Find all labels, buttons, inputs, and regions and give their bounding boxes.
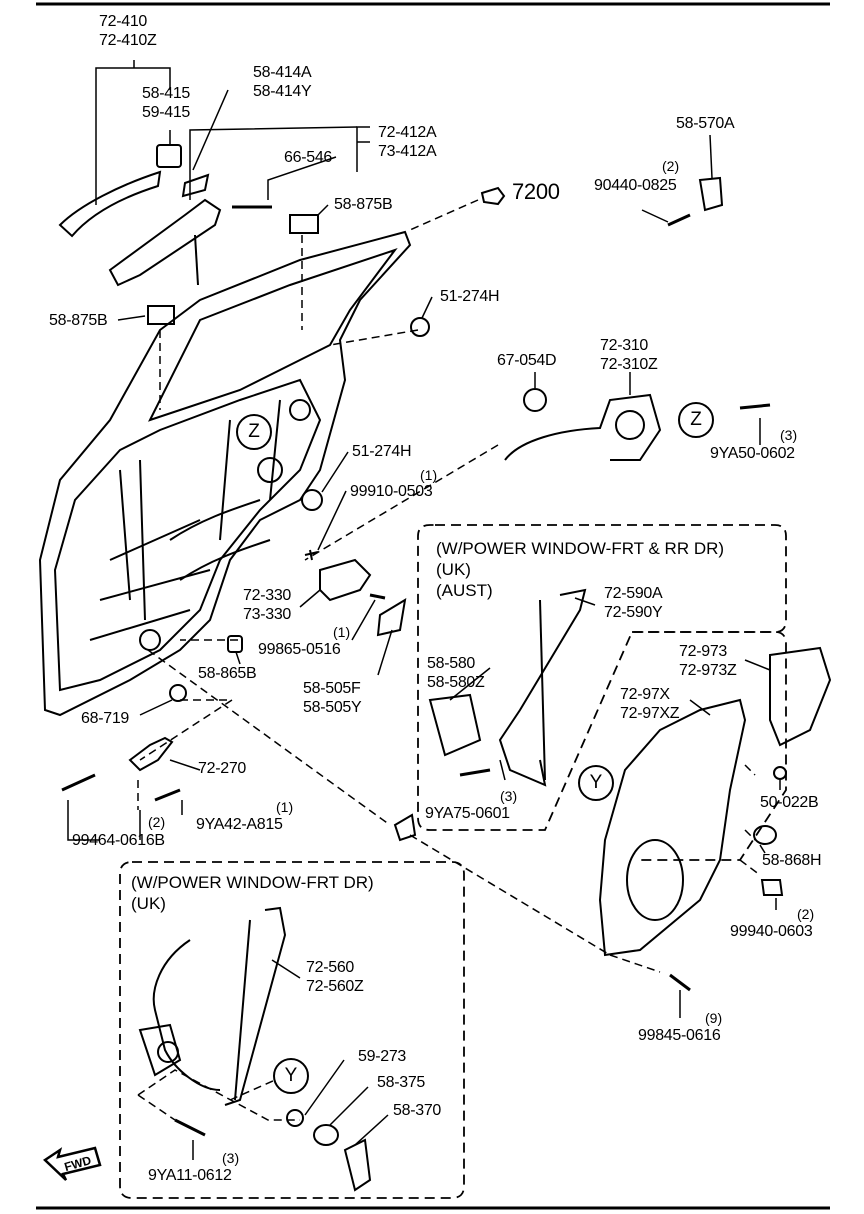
qty-99940: (2) bbox=[797, 906, 815, 922]
rr-box-border bbox=[417, 524, 787, 831]
qty-90440: (2) bbox=[662, 158, 680, 174]
label-9ya50-0602: 9YA50-0602 bbox=[710, 445, 795, 462]
module-panel-drawing bbox=[393, 646, 832, 992]
qty-99910: (1) bbox=[420, 467, 438, 483]
y-marker-right: Y bbox=[578, 765, 614, 801]
label-90440-0825: 90440-0825 bbox=[594, 177, 677, 194]
rr-box-title: (W/POWER WINDOW-FRT & RR DR)(UK)(AUST) bbox=[436, 539, 725, 600]
label-9ya11-0612: 9YA11-0612 bbox=[148, 1167, 232, 1184]
dashed-lines bbox=[137, 199, 761, 1121]
y-marker-left: Y bbox=[273, 1058, 309, 1094]
z-marker-left: Z bbox=[236, 414, 272, 450]
label-51-274h-mid: 51-274H bbox=[352, 443, 412, 460]
label-50-022b: 50-022B bbox=[760, 794, 819, 811]
label-99464-0616b: 99464-0616B bbox=[72, 832, 165, 849]
label-58-875b-top: 58-875B bbox=[334, 196, 393, 213]
label-58-375: 58-375 bbox=[377, 1074, 426, 1091]
latch-drawing bbox=[504, 393, 771, 461]
label-68-719: 68-719 bbox=[81, 710, 130, 727]
label-51-274h-top: 51-274H bbox=[440, 288, 500, 305]
label-9ya75-0601: 9YA75-0601 bbox=[425, 805, 510, 822]
qty-9ya11: (3) bbox=[222, 1150, 240, 1166]
label-7200: 7200 bbox=[512, 179, 560, 204]
label-67-054d: 67-054D bbox=[497, 352, 557, 369]
z-marker-right: Z bbox=[678, 402, 714, 438]
label-72-270: 72-270 bbox=[198, 760, 247, 777]
label-99940-0603: 99940-0603 bbox=[730, 923, 813, 940]
label-58-875b-left: 58-875B bbox=[49, 312, 108, 329]
regulator-frt-drawing bbox=[138, 906, 372, 1192]
outer-handle-drawing bbox=[58, 144, 210, 238]
label-99845-0616: 99845-0616 bbox=[638, 1027, 721, 1044]
label-59-273: 59-273 bbox=[358, 1048, 407, 1065]
qty-99865: (1) bbox=[333, 624, 351, 640]
label-9ya42-a815: 9YA42-A815 bbox=[196, 816, 283, 833]
qty-99845: (9) bbox=[705, 1010, 723, 1026]
leader-lines bbox=[67, 60, 781, 1160]
label-58-865b: 58-865B bbox=[198, 665, 257, 682]
qty-9ya50: (3) bbox=[780, 427, 798, 443]
label-58-868h: 58-868H bbox=[762, 852, 822, 869]
label-58-570a: 58-570A bbox=[676, 115, 735, 132]
label-58-370: 58-370 bbox=[393, 1102, 442, 1119]
qty-9ya75: (3) bbox=[500, 788, 518, 804]
label-99910-0503: 99910-0503 bbox=[350, 483, 433, 500]
fwd-arrow-icon bbox=[43, 1146, 102, 1181]
regulator-rr-drawing bbox=[428, 588, 587, 787]
ref-arrow-icon bbox=[480, 186, 506, 206]
qty-9ya42-a: (2) bbox=[148, 814, 166, 830]
module-box-border bbox=[632, 631, 787, 861]
label-66-546: 66-546 bbox=[284, 149, 333, 166]
qty-9ya42-b: (1) bbox=[276, 799, 294, 815]
handle-bracket-drawing bbox=[108, 198, 272, 287]
door-panel-drawing bbox=[38, 230, 412, 717]
label-99865-0516: 99865-0516 bbox=[258, 641, 341, 658]
frt-box-title: (W/POWER WINDOW-FRT DR)(UK) bbox=[131, 873, 374, 913]
